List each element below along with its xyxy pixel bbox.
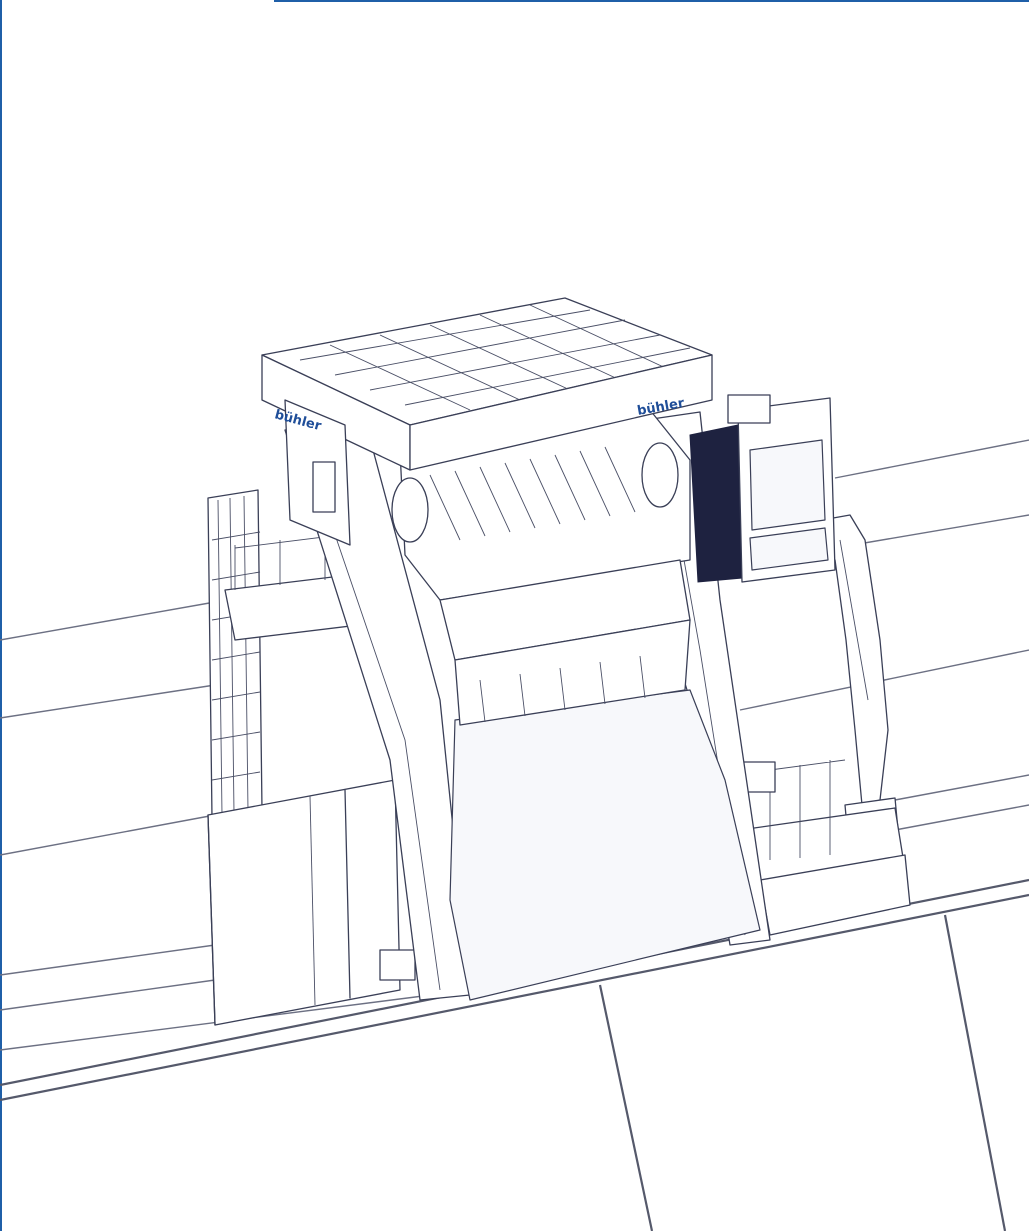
electrical-cabinet [207,779,416,1026]
tower-cage [217,495,249,816]
rotor-blades [429,446,636,541]
hopper-ribs [479,655,646,723]
rail-line [0,601,216,641]
cabinet-door-line [344,789,351,999]
rail-line [0,684,216,719]
door-window [312,461,336,513]
base-rail [0,893,1029,1102]
platform-railing [769,759,846,860]
cabin-window [749,439,826,531]
cabin-roof-unit [727,394,771,424]
housing-front-face [409,354,713,471]
top-housing: bühler bühler [261,297,713,546]
rail-line [834,439,1029,479]
rotor-assembly [391,409,691,726]
support-leg [598,984,654,1231]
operator-cabin [689,394,836,583]
hopper [454,619,691,726]
ladder-rungs [211,531,261,781]
roof-grid [329,304,671,411]
rail-line [739,649,1029,711]
rail-line [0,979,216,1011]
cabin-lower-window [749,527,829,571]
arm-line [839,539,869,701]
rail-line [834,514,1029,549]
rail-line [894,804,1029,831]
support-leg [943,914,1007,1231]
walkway-railing [234,529,381,590]
rail-line [0,814,216,856]
cabinet-edge [207,814,216,1026]
rotor-bearing-right [641,442,679,508]
rail-line [0,944,216,976]
roof-grid [299,309,691,406]
rail-line [894,774,1029,801]
cabinet-door-line [309,795,316,1006]
top-frame-edge [274,0,1029,2]
left-frame-edge [0,0,2,1231]
discharge-chute [449,689,761,1001]
cabinet-module [379,949,416,981]
cabin-dark-panel [689,424,743,583]
rotor-bearing-left [391,477,429,543]
cabinet-front [207,779,401,1026]
